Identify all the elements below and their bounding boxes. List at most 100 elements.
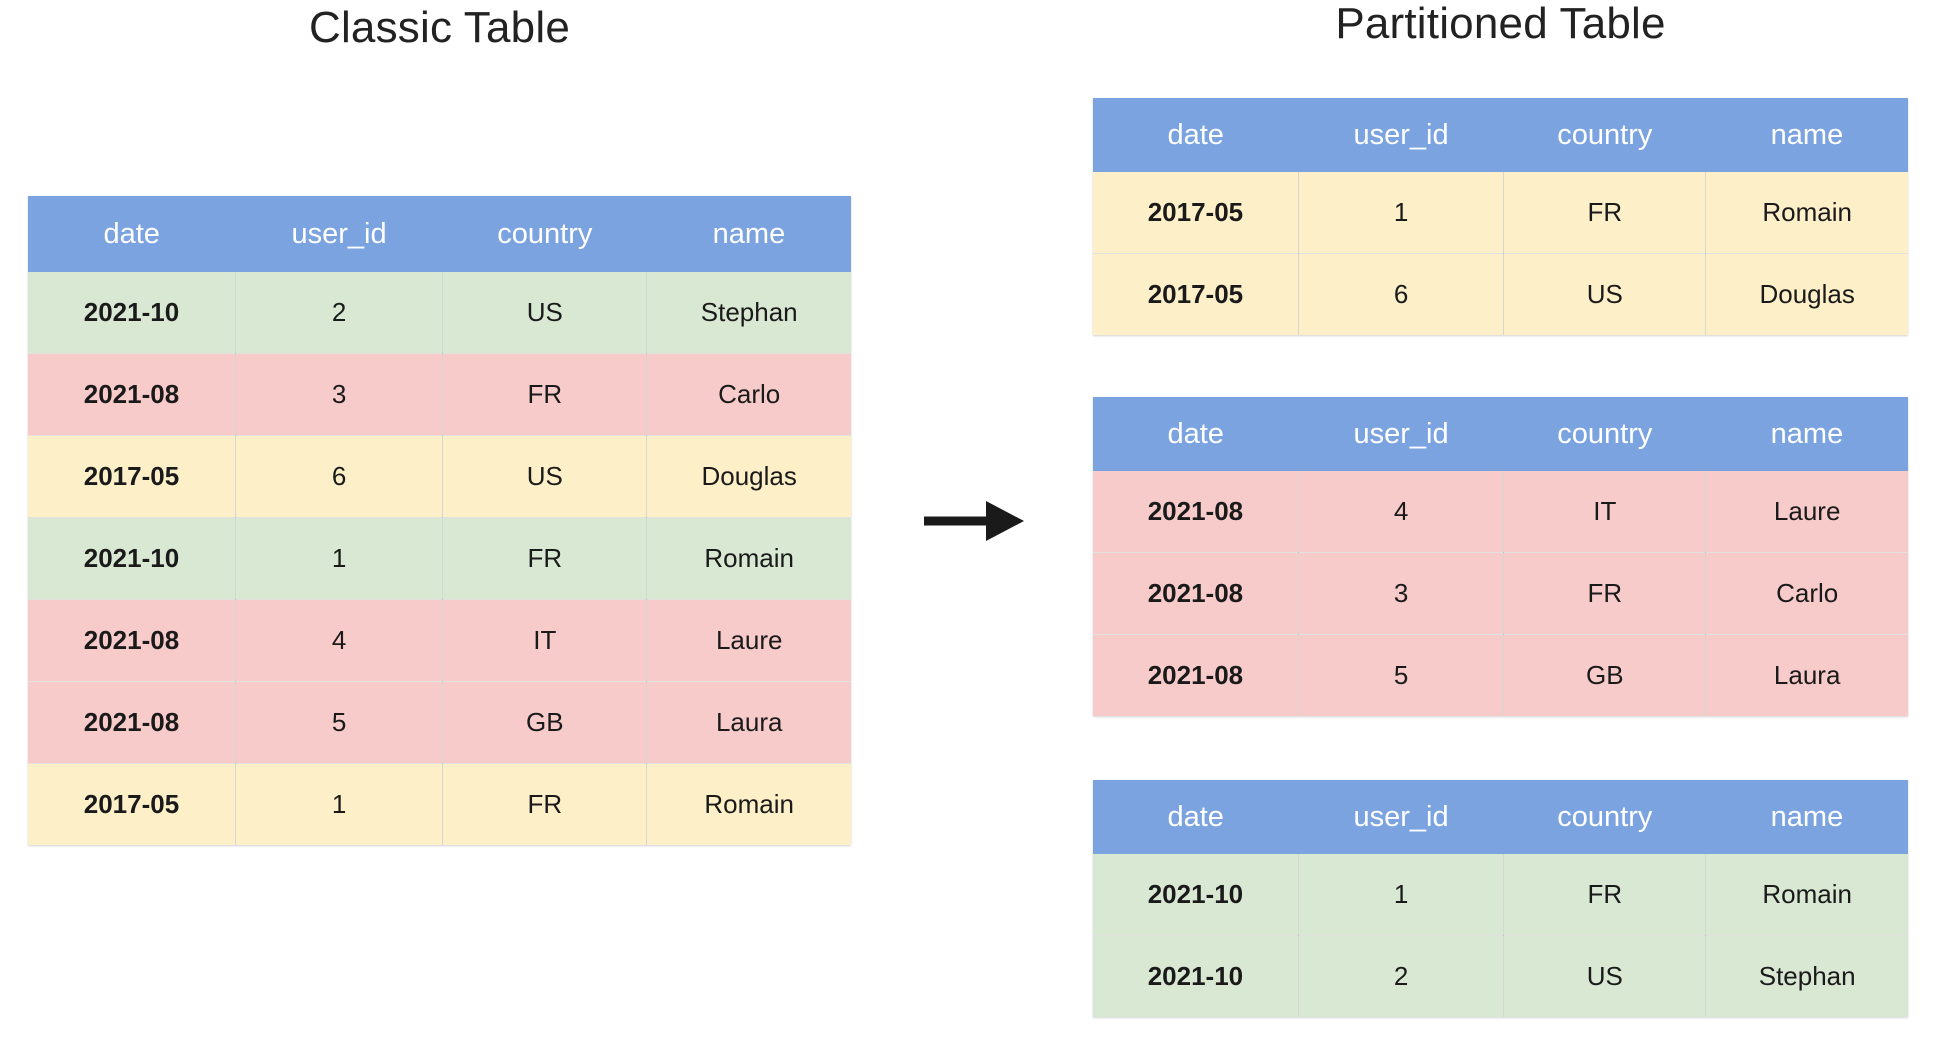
cell-user-id: 2 (235, 272, 444, 354)
cell-date: 2017-05 (28, 763, 236, 845)
column-header-date: date (1093, 780, 1299, 854)
column-header-user-id: user_id (1298, 98, 1504, 172)
cell-name: Douglas (1705, 253, 1908, 335)
column-header-date: date (1093, 397, 1299, 471)
table-header-row: date user_id country name (1093, 397, 1908, 471)
cell-country: FR (1503, 552, 1707, 635)
partitioned-table-title: Partitioned Table (1335, 0, 1666, 48)
cell-country: IT (442, 599, 648, 682)
cell-user-id: 4 (1298, 471, 1505, 553)
cell-name: Romain (1705, 172, 1908, 254)
cell-date: 2021-08 (28, 353, 236, 436)
cell-country: FR (1503, 172, 1707, 254)
cell-user-id: 3 (235, 353, 444, 436)
cell-country: US (442, 435, 648, 518)
cell-date: 2021-10 (1093, 854, 1299, 936)
cell-date: 2021-08 (28, 599, 236, 682)
cell-country: FR (442, 353, 648, 436)
cell-country: FR (442, 763, 648, 845)
column-header-country: country (1503, 397, 1706, 471)
cell-user-id: 6 (1298, 253, 1505, 335)
cell-date: 2017-05 (28, 435, 236, 518)
cell-name: Romain (1705, 854, 1908, 936)
cell-date: 2021-08 (1093, 471, 1299, 553)
cell-user-id: 1 (235, 517, 444, 600)
cell-country: FR (1503, 854, 1707, 936)
cell-date: 2021-08 (1093, 552, 1299, 635)
cell-date: 2021-10 (1093, 935, 1299, 1017)
cell-user-id: 4 (235, 599, 444, 682)
cell-user-id: 1 (1298, 854, 1505, 936)
cell-name: Stephan (1705, 935, 1908, 1017)
column-header-name: name (646, 196, 851, 272)
table-header-row: date user_id country name (1093, 98, 1908, 172)
cell-name: Laura (1705, 634, 1908, 716)
cell-user-id: 1 (235, 763, 444, 845)
classic-table-title: Classic Table (308, 3, 570, 52)
cell-user-id: 5 (235, 681, 444, 764)
cell-name: Laure (1705, 471, 1908, 553)
cell-date: 2021-08 (28, 681, 236, 764)
column-header-user-id: user_id (1298, 397, 1504, 471)
cell-country: US (442, 272, 648, 354)
cell-name: Carlo (646, 353, 851, 436)
cell-date: 2021-08 (1093, 634, 1299, 716)
cell-date: 2017-05 (1093, 253, 1299, 335)
cell-date: 2021-10 (28, 517, 236, 600)
cell-name: Laure (646, 599, 851, 682)
cell-name: Romain (646, 763, 851, 845)
cell-user-id: 3 (1298, 552, 1505, 635)
cell-name: Stephan (646, 272, 851, 354)
cell-user-id: 5 (1298, 634, 1505, 716)
column-header-date: date (1093, 98, 1299, 172)
cell-name: Carlo (1705, 552, 1908, 635)
column-header-name: name (1705, 397, 1908, 471)
table-header-row: date user_id country name (28, 196, 851, 272)
column-header-date: date (28, 196, 236, 272)
cell-country: FR (442, 517, 648, 600)
column-header-country: country (1503, 98, 1706, 172)
cell-country: IT (1503, 471, 1707, 553)
column-header-country: country (1503, 780, 1706, 854)
cell-name: Laura (646, 681, 851, 764)
cell-country: GB (442, 681, 648, 764)
cell-country: GB (1503, 634, 1707, 716)
cell-name: Romain (646, 517, 851, 600)
column-header-name: name (1705, 780, 1908, 854)
cell-user-id: 6 (235, 435, 444, 518)
cell-country: US (1503, 935, 1707, 1017)
column-header-user-id: user_id (235, 196, 443, 272)
column-header-user-id: user_id (1298, 780, 1504, 854)
cell-country: US (1503, 253, 1707, 335)
cell-user-id: 2 (1298, 935, 1505, 1017)
arrow-right-icon (924, 501, 1024, 541)
column-header-name: name (1705, 98, 1908, 172)
cell-user-id: 1 (1298, 172, 1505, 254)
cell-date: 2017-05 (1093, 172, 1299, 254)
table-header-row: date user_id country name (1093, 780, 1908, 854)
cell-name: Douglas (646, 435, 851, 518)
